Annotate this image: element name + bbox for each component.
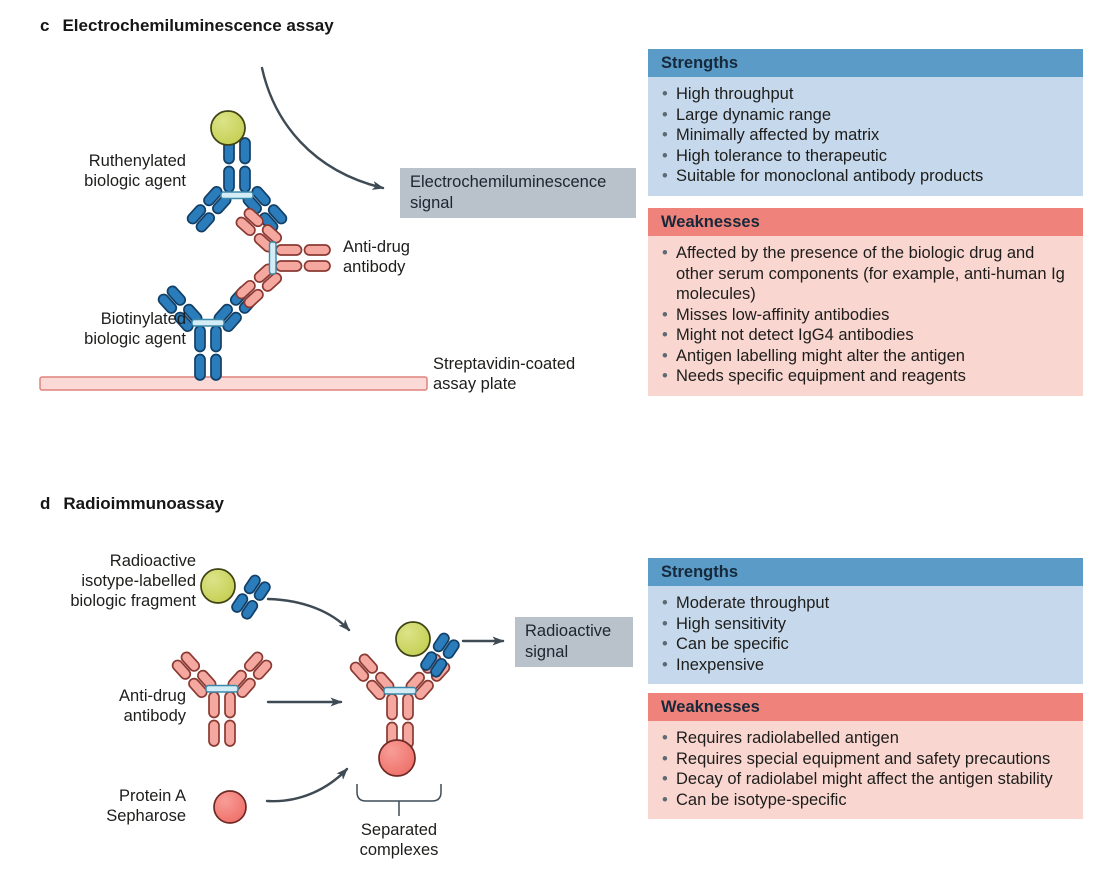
bullet-item: Inexpensive [661, 655, 1075, 676]
anti-drug-antibody-c-icon [235, 207, 331, 309]
weaknesses-header-c: Weaknesses [648, 208, 1083, 236]
complex-red-sphere-icon [378, 739, 416, 777]
strengths-card-d: Strengths Moderate throughputHigh sensit… [648, 558, 1083, 684]
complex-green-sphere-icon [395, 621, 431, 657]
biologic-fragment-icon [231, 574, 271, 620]
bullet-item: Might not detect IgG4 antibodies [661, 325, 1075, 346]
panel-d-title-text: Radioimmunoassay [63, 494, 224, 513]
bullet-item: Needs specific equipment and reagents [661, 366, 1075, 387]
label-anti-drug-antibody-d: Anti-drug antibody [119, 687, 186, 725]
bullet-item: Requires radiolabelled antigen [661, 728, 1075, 749]
bullet-item: High sensitivity [661, 614, 1075, 635]
strengths-list-c: High throughputLarge dynamic rangeMinima… [648, 77, 1083, 196]
assay-plate [39, 376, 428, 391]
bullet-item: Moderate throughput [661, 593, 1075, 614]
complex-fragment-icon [420, 632, 460, 678]
label-anti-drug-antibody-c: Anti-drug antibody [343, 238, 410, 276]
strengths-list-d: Moderate throughputHigh sensitivityCan b… [648, 586, 1083, 684]
protein-a-arrow-d [265, 767, 349, 803]
fragment-arrow-d [266, 597, 351, 632]
bullet-item: Can be isotype-specific [661, 790, 1075, 811]
panel-c-letter: c [40, 16, 50, 35]
weaknesses-list-c: Affected by the presence of the biologic… [648, 236, 1083, 396]
strengths-card-c: Strengths High throughputLarge dynamic r… [648, 49, 1083, 196]
weaknesses-card-c: Weaknesses Affected by the presence of t… [648, 208, 1083, 396]
protein-a-sepharose-sphere-icon [213, 790, 247, 824]
bullet-item: Affected by the presence of the biologic… [661, 243, 1075, 305]
bullet-item: Misses low-affinity antibodies [661, 305, 1075, 326]
bullet-item: Requires special equipment and safety pr… [661, 749, 1075, 770]
panel-d-title: d Radioimmunoassay [40, 494, 224, 514]
bullet-item: Antigen labelling might alter the antige… [661, 346, 1075, 367]
signal-arrow-c [260, 66, 385, 190]
panel-d-letter: d [40, 494, 51, 513]
separated-complexes-bracket [356, 784, 442, 816]
bullet-item: High throughput [661, 84, 1075, 105]
label-streptavidin-plate: Streptavidin-coated assay plate [433, 355, 576, 393]
label-biotinylated-agent: Biotinylated biologic agent [84, 310, 186, 348]
label-ruthenylated-agent: Ruthenylated biologic agent [84, 152, 186, 190]
ruthenylated-antibody-icon [186, 137, 288, 233]
bullet-item: High tolerance to therapeutic [661, 146, 1075, 167]
ruthenium-label-sphere-icon [210, 110, 246, 146]
electrochemiluminescence-signal-box: Electrochemiluminescence signal [400, 168, 636, 218]
weaknesses-card-d: Weaknesses Requires radiolabelled antige… [648, 693, 1083, 819]
label-separated-complexes: Separated complexes [359, 821, 439, 859]
bullet-item: Decay of radiolabel might affect the ant… [661, 769, 1075, 790]
label-protein-a-sepharose: Protein A Sepharose [106, 787, 186, 825]
radioactive-label-sphere-icon [200, 568, 236, 604]
panel-c-title-text: Electrochemiluminescence assay [62, 16, 334, 35]
strengths-header-c: Strengths [648, 49, 1083, 77]
weaknesses-header-d: Weaknesses [648, 693, 1083, 721]
label-radioactive-fragment: Radioactive isotype-labelled biologic fr… [70, 552, 196, 610]
weaknesses-list-d: Requires radiolabelled antigenRequires s… [648, 721, 1083, 819]
strengths-header-d: Strengths [648, 558, 1083, 586]
radioactive-signal-box: Radioactive signal [515, 617, 633, 667]
bullet-item: Suitable for monoclonal antibody product… [661, 166, 1075, 187]
anti-drug-antibody-d-icon [171, 651, 273, 747]
bullet-item: Large dynamic range [661, 105, 1075, 126]
bullet-item: Minimally affected by matrix [661, 125, 1075, 146]
bullet-item: Can be specific [661, 634, 1075, 655]
panel-c-title: c Electrochemiluminescence assay [40, 16, 334, 36]
